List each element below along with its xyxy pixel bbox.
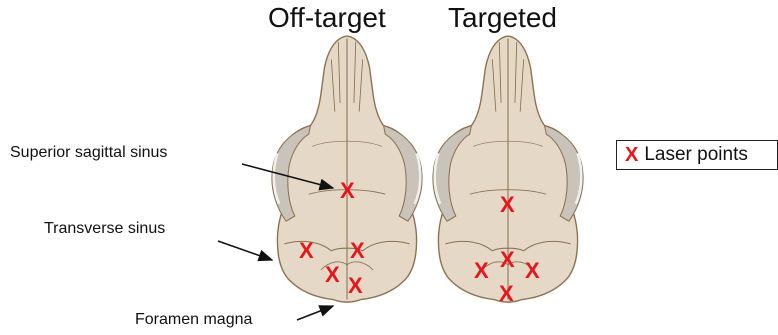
laser-point-marker: X (325, 262, 340, 287)
laser-point-marker: X (350, 238, 365, 263)
legend-marker-icon: X (625, 144, 638, 167)
label-transverse-sinus: Transverse sinus (44, 220, 165, 238)
label-foramen-magna: Foramen magna (135, 311, 252, 329)
laser-point-marker: X (474, 258, 489, 283)
arrow-foramen-magna (297, 306, 333, 320)
legend: X Laser points (616, 140, 778, 170)
laser-point-marker: X (348, 273, 363, 298)
laser-point-marker: X (500, 247, 515, 272)
laser-point-marker: X (340, 178, 355, 203)
label-superior-sagittal-sinus: Superior sagittal sinus (10, 144, 167, 162)
laser-point-marker: X (299, 238, 314, 263)
laser-point-marker: X (525, 258, 540, 283)
laser-point-marker: X (499, 281, 514, 306)
legend-label: Laser points (644, 144, 748, 166)
arrow-transverse-sinus (218, 241, 272, 260)
laser-point-marker: X (500, 192, 515, 217)
skull-off-target (272, 36, 422, 302)
